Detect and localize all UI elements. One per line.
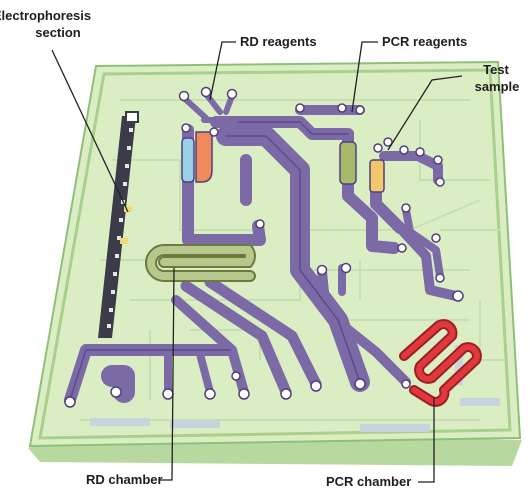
access-pin <box>436 274 444 282</box>
access-pin <box>356 106 364 114</box>
rd-chamber <box>151 250 250 276</box>
access-pin <box>163 389 173 399</box>
access-pin <box>453 291 463 301</box>
access-pin <box>296 104 304 112</box>
access-pin <box>398 244 406 252</box>
access-pin <box>202 88 211 97</box>
label-test-sample-line1: Test <box>483 62 509 77</box>
access-pin <box>436 178 444 186</box>
access-pin <box>434 156 442 164</box>
access-pin <box>180 92 189 101</box>
access-pin <box>342 264 351 273</box>
access-pin <box>402 204 410 212</box>
label-pcr-reagents: PCR reagents <box>382 34 467 49</box>
access-pin <box>374 144 382 152</box>
label-rd-chamber: RD chamber <box>86 472 163 487</box>
access-pin <box>228 90 237 99</box>
test-sample-reservoir <box>370 160 384 192</box>
access-pin <box>65 397 75 407</box>
label-test-sample-line2: sample <box>475 79 520 94</box>
access-pin <box>432 234 440 242</box>
access-pin <box>232 372 240 380</box>
access-pin <box>210 128 218 136</box>
access-pin <box>182 124 190 132</box>
electrophoresis-well <box>126 112 138 122</box>
access-pin <box>355 379 365 389</box>
rd-reagent-orange-reservoir <box>196 132 212 182</box>
access-pin <box>400 146 408 154</box>
access-pin <box>338 104 346 112</box>
label-electrophoresis-line1: Electrophoresis <box>0 8 91 23</box>
label-rd-reagents: RD reagents <box>240 34 317 49</box>
access-pin <box>205 389 215 399</box>
label-electrophoresis-line2: section <box>35 25 81 40</box>
access-pin <box>281 389 291 399</box>
access-pin <box>318 266 327 275</box>
access-pin <box>311 381 321 391</box>
access-pin <box>256 220 264 228</box>
access-pin <box>416 148 424 156</box>
rd-reagent-blue-reservoir <box>182 138 194 182</box>
access-pin <box>111 387 121 397</box>
access-pin <box>402 380 410 388</box>
rd-chamber-loop-fill <box>151 250 250 276</box>
access-pin <box>239 389 249 399</box>
label-pcr-chamber: PCR chamber <box>326 474 411 489</box>
pcr-reagent-reservoir <box>340 142 356 184</box>
